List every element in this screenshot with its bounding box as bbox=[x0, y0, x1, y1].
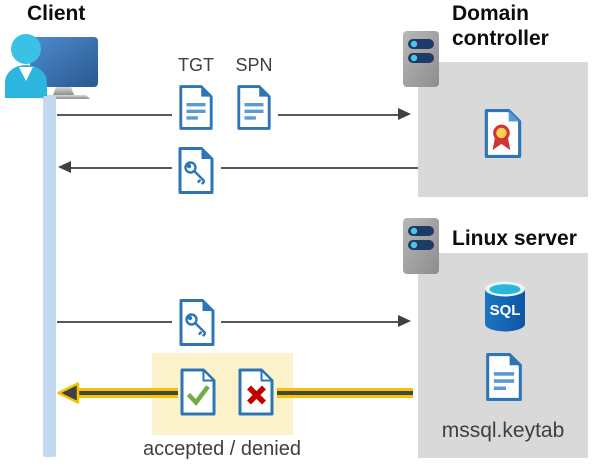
auth-result-arrow-shaft bbox=[74, 388, 178, 398]
service-ticket-arrowhead bbox=[398, 315, 411, 327]
result-label: accepted / denied bbox=[143, 438, 301, 460]
key-document-icon bbox=[179, 299, 215, 346]
ticket-request-arrow-line bbox=[57, 114, 172, 116]
domain-controller-title: Domain controller bbox=[452, 2, 549, 50]
key-glyph bbox=[184, 161, 206, 185]
person-head bbox=[11, 34, 41, 64]
monitor-screen bbox=[30, 37, 98, 87]
client-title: Client bbox=[27, 2, 86, 25]
keytab-label: mssql.keytab bbox=[441, 419, 565, 442]
ticket-response-arrowhead bbox=[58, 161, 71, 173]
service-ticket-arrow-line bbox=[57, 321, 172, 323]
keytab-document-icon bbox=[486, 353, 522, 401]
certificate-icon bbox=[484, 109, 522, 158]
ticket-response-arrow-line bbox=[70, 167, 172, 169]
ticket-response-arrow-line bbox=[221, 167, 418, 169]
client-lifeline bbox=[43, 96, 56, 457]
sql-label: SQL bbox=[490, 302, 521, 319]
linux-server-icon bbox=[403, 218, 439, 274]
linux-server-title: Linux server bbox=[452, 227, 577, 250]
check-icon bbox=[186, 385, 210, 406]
certificate-seal bbox=[493, 124, 510, 142]
ticket-request-arrowhead bbox=[398, 108, 411, 120]
tgt-label: TGT bbox=[178, 55, 214, 75]
denied-document-icon bbox=[238, 368, 274, 416]
spn-document-icon bbox=[237, 85, 271, 130]
person-body bbox=[5, 65, 47, 98]
auth-result-arrow-shaft bbox=[277, 388, 413, 398]
service-ticket-arrow-line bbox=[221, 321, 399, 323]
cross-icon bbox=[247, 385, 266, 405]
person-collar bbox=[19, 67, 33, 81]
auth-result-arrowhead bbox=[57, 382, 80, 404]
spn-label: SPN bbox=[235, 55, 273, 75]
monitor-stand-neck bbox=[53, 87, 74, 95]
domain-controller-server-icon bbox=[403, 31, 439, 87]
client-monitor-user-icon bbox=[5, 34, 98, 99]
accepted-document-icon bbox=[180, 368, 216, 416]
key-document-icon bbox=[178, 147, 214, 194]
sql-database-icon: SQL bbox=[485, 281, 525, 332]
ticket-request-arrow-line bbox=[278, 114, 399, 116]
tgt-document-icon bbox=[179, 85, 213, 130]
